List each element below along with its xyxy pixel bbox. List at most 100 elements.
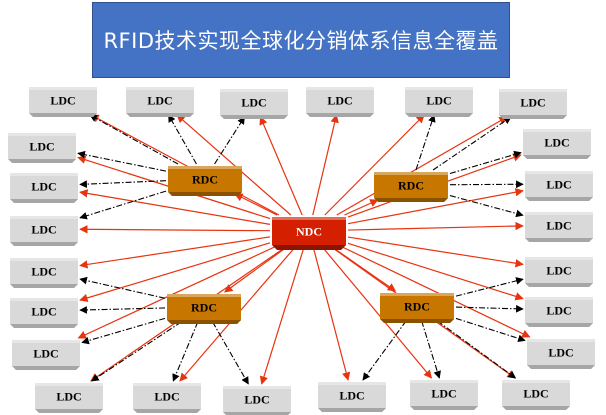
rdc-to-ldc-arrow xyxy=(79,306,166,314)
ldc-node: LDC xyxy=(318,382,386,412)
ndc-to-ldc-arrow xyxy=(90,114,280,216)
ndc-to-ldc-arrow xyxy=(79,225,271,234)
ldc-node-label: LDC xyxy=(544,135,569,149)
ldc-node-label: LDC xyxy=(548,345,573,359)
diagram-title: RFID技术实现全球化分销体系信息全覆盖 xyxy=(103,29,499,53)
ldc-node: LDC xyxy=(525,257,593,287)
ldc-node-label: LDC xyxy=(339,388,364,402)
rdc-to-ldc-arrow xyxy=(168,114,197,165)
links-layer xyxy=(77,114,531,385)
ldc-node: LDC xyxy=(10,173,78,203)
rdc-to-ldc-arrow xyxy=(432,116,512,171)
ldc-node: LDC xyxy=(10,298,78,328)
ldc-node: LDC xyxy=(35,383,103,413)
rdc-to-ldc-arrow xyxy=(449,195,524,218)
rdc-node-label: RDC xyxy=(192,172,218,186)
ldc-node: LDC xyxy=(525,212,593,242)
rdc-to-ldc-arrow xyxy=(79,276,166,299)
rdc-to-ldc-arrow xyxy=(437,320,517,379)
ndc-to-rdc-arrow xyxy=(344,199,379,216)
ldc-node: LDC xyxy=(527,339,595,369)
ndc-to-ldc-arrow xyxy=(312,246,351,381)
ldc-node-label: LDC xyxy=(31,222,56,236)
ldc-node: LDC xyxy=(12,340,80,370)
ldc-node-label: LDC xyxy=(29,139,54,153)
ndc-to-rdc-arrow xyxy=(224,246,288,293)
ldc-node: LDC xyxy=(10,258,78,288)
ldc-node-label: LDC xyxy=(426,93,451,107)
rdc-to-ldc-arrow xyxy=(421,320,441,379)
rdc-to-ldc-arrow xyxy=(79,180,167,188)
ldc-node: LDC xyxy=(523,129,591,159)
ldc-node-label: LDC xyxy=(546,177,571,191)
rdc-to-ldc-arrow xyxy=(449,150,522,175)
rdc-to-ldc-arrow xyxy=(77,150,167,172)
ldc-node: LDC xyxy=(223,386,291,415)
ndc-to-ldc-arrow xyxy=(79,189,271,225)
ndc-to-ldc-arrow xyxy=(336,116,508,216)
ldc-node-label: LDC xyxy=(523,386,548,400)
ldc-node-label: LDC xyxy=(546,303,571,317)
ndc-to-ldc-arrow xyxy=(321,246,433,379)
ldc-node-label: LDC xyxy=(50,93,75,107)
ndc-to-ldc-arrow xyxy=(176,114,292,216)
ldc-node-label: LDC xyxy=(147,93,172,107)
ndc-to-rdc-arrow xyxy=(234,193,278,216)
ndc-to-ldc-arrow xyxy=(347,236,524,268)
ldc-node-label: LDC xyxy=(431,386,456,400)
rdc-node: RDC xyxy=(168,166,242,196)
ldc-node: LDC xyxy=(499,89,567,119)
ldc-node: LDC xyxy=(306,87,374,117)
ldc-node-label: LDC xyxy=(546,263,571,277)
rdc-to-ldc-arrow xyxy=(79,190,167,220)
ndc-to-ldc-arrow xyxy=(77,246,275,339)
ldc-node: LDC xyxy=(126,87,194,117)
ldc-node-label: LDC xyxy=(154,389,179,403)
ldc-node: LDC xyxy=(525,171,593,201)
ndc-to-ldc-arrow xyxy=(259,116,303,216)
ndc-to-ldc-arrow xyxy=(347,242,524,301)
rdc-node-label: RDC xyxy=(398,178,424,192)
ldc-node: LDC xyxy=(8,133,76,163)
ndc-to-ldc-arrow xyxy=(347,221,524,231)
ldc-node: LDC xyxy=(525,297,593,327)
ndc-to-ldc-arrow xyxy=(79,242,271,302)
rdc-to-ldc-arrow xyxy=(362,320,407,381)
ldc-node: LDC xyxy=(502,380,570,410)
rdc-node: RDC xyxy=(167,294,241,324)
ndc-node-label: NDC xyxy=(296,224,322,238)
rdc-node: RDC xyxy=(374,172,448,202)
rdc-node-label: RDC xyxy=(404,299,430,313)
ldc-node-label: LDC xyxy=(31,304,56,318)
rdc-to-ldc-arrow xyxy=(455,277,524,297)
rdc-to-ldc-arrow xyxy=(89,114,179,165)
ldc-node-label: LDC xyxy=(56,389,81,403)
ldc-node-label: LDC xyxy=(327,93,352,107)
ndc-to-ldc-arrow xyxy=(324,114,425,216)
rdc-to-ldc-arrow xyxy=(415,114,436,171)
rdc-to-ldc-arrow xyxy=(81,317,166,345)
ndc-node: NDC xyxy=(272,217,346,250)
rdc-to-ldc-arrow xyxy=(212,321,249,385)
ldc-node: LDC xyxy=(410,380,478,410)
ldc-node-label: LDC xyxy=(241,95,266,109)
ldc-node-label: LDC xyxy=(31,264,56,278)
ndc-to-ldc-arrow xyxy=(79,236,271,269)
rdc-to-ldc-arrow xyxy=(172,321,199,382)
ldc-node-label: LDC xyxy=(520,95,545,109)
rdc-to-ldc-arrow xyxy=(91,321,182,382)
ldc-node-label: LDC xyxy=(31,179,56,193)
rdc-to-ldc-arrow xyxy=(214,116,245,165)
rdc-node: RDC xyxy=(380,293,454,323)
ndc-to-ldc-arrow xyxy=(259,246,305,385)
nodes-layer: LDC LDC LDC LDC LDC LDC LDC LDC LDC LDC LDC LDC LDC L… xyxy=(8,87,595,415)
ndc-to-ldc-arrow xyxy=(312,114,339,216)
ldc-node: LDC xyxy=(133,383,201,413)
ldc-node: LDC xyxy=(405,87,473,117)
ldc-node-label: LDC xyxy=(546,218,571,232)
ldc-node: LDC xyxy=(29,87,97,117)
rdc-node-label: RDC xyxy=(191,300,217,314)
rdc-to-ldc-arrow xyxy=(455,317,526,343)
ldc-node: LDC xyxy=(220,89,288,119)
